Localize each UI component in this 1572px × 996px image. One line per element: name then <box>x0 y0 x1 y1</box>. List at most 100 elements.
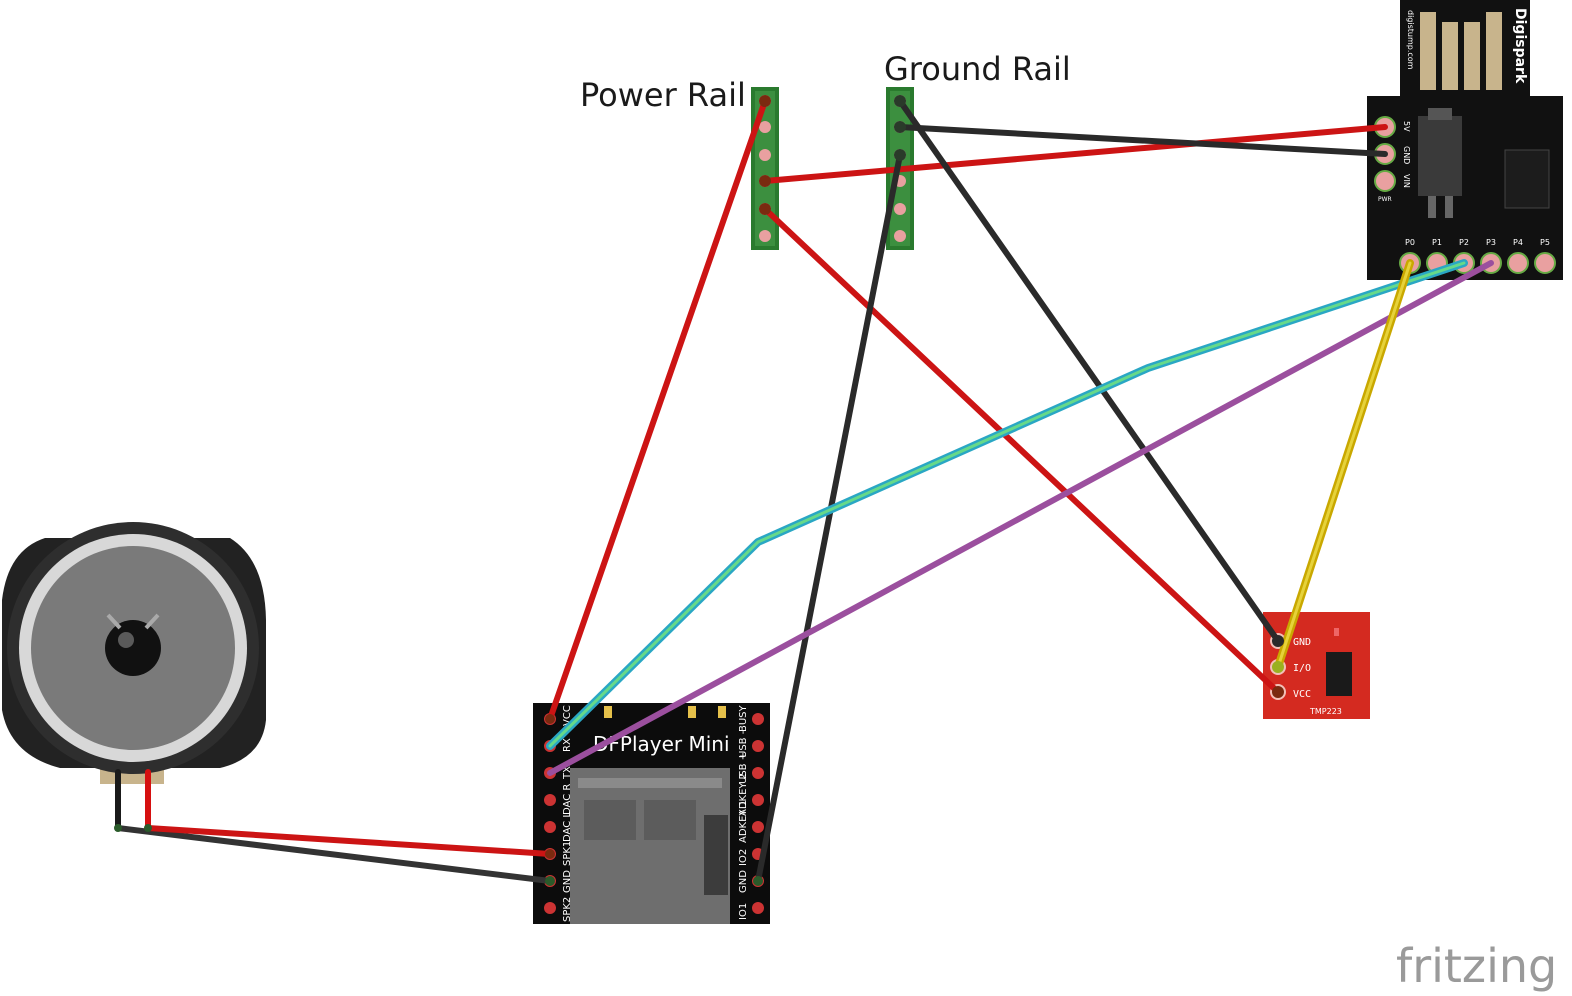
power-rail-hole-3 <box>759 149 771 161</box>
digispark-p4-label: P4 <box>1513 238 1523 247</box>
wire-power-to-digispark-5v <box>762 124 1388 184</box>
dfplayer-adkey2-label: ADKEY 2 <box>738 773 749 816</box>
dfplayer-rx-label: RX <box>562 738 573 752</box>
dfplayer-usb-plus-pin <box>752 767 764 779</box>
wire-speaker-to-spk1 <box>145 825 553 857</box>
tmp223-chip-icon <box>1326 652 1352 696</box>
digispark-p2-label: P2 <box>1459 238 1469 247</box>
endpoint-dfplayer-gnd <box>545 876 555 886</box>
speaker <box>2 522 266 784</box>
wire-endpoints <box>114 95 1284 886</box>
dfplayer-vcc-label: VCC <box>562 705 573 726</box>
tmp223-name-label: TMP223 <box>1309 707 1342 716</box>
tmp223-io-label: I/O <box>1293 663 1311 674</box>
dfplayer-dacl-pin <box>544 821 556 833</box>
digispark-p5-label: P5 <box>1540 238 1550 247</box>
endpoint-dfplayer-gnd2 <box>753 876 763 886</box>
dfplayer-usb-minus-pin <box>752 740 764 752</box>
wire-tx-to-p3 <box>547 260 1494 776</box>
dfplayer-adkey1-pin <box>752 821 764 833</box>
dfplayer-tx-label: TX <box>562 766 573 780</box>
endpoint-power-5 <box>759 203 771 215</box>
endpoint-tmp223-vcc <box>1272 686 1284 698</box>
digispark-p3-label: P3 <box>1486 238 1496 247</box>
ground-rail-hole-5 <box>894 203 906 215</box>
usb-contact-2 <box>1442 22 1458 90</box>
dfplayer-mini: DFPlayer Mini VCC RX TX DAC R DAC L SPK1… <box>533 703 770 924</box>
wires <box>115 98 1494 884</box>
digispark-vin-label: VIN <box>1402 174 1411 188</box>
endpoint-tmp223-gnd <box>1272 635 1284 647</box>
dfplayer-gnd-label: GND <box>562 870 573 893</box>
digispark-site: digistump.com <box>1406 10 1415 70</box>
power-rail <box>751 87 779 250</box>
sd-card-latch <box>704 815 728 895</box>
fritzing-watermark: fritzing <box>1396 939 1557 993</box>
digispark-vin-pin <box>1374 170 1396 192</box>
wire-ground-to-tmp223-gnd <box>897 98 1281 644</box>
endpoint-speaker-black <box>114 824 122 832</box>
digispark-p1-label: P1 <box>1432 238 1442 247</box>
usb-contact-3 <box>1464 22 1480 90</box>
dfplayer-dacr-label: DAC R <box>562 784 573 815</box>
endpoint-ground-3 <box>894 149 906 161</box>
speaker-dust-cap <box>105 620 161 676</box>
digispark-gnd-label: GND <box>1402 146 1411 164</box>
endpoint-power-1 <box>759 95 771 107</box>
speaker-highlight <box>118 632 134 648</box>
usb-contact-4 <box>1486 12 1502 90</box>
regulator-leg-2 <box>1445 196 1453 218</box>
dfplayer-dacr-pin <box>544 794 556 806</box>
dfplayer-smd-3 <box>718 706 726 718</box>
digispark-board: Digispark digistump.com 5V GND VIN PWR P… <box>1367 0 1563 280</box>
regulator-leg-1 <box>1428 196 1436 218</box>
dfplayer-smd-2 <box>688 706 696 718</box>
tmp223-gnd-label: GND <box>1293 637 1311 648</box>
attiny-chip-icon <box>1504 149 1550 209</box>
dfplayer-adkey2-pin <box>752 794 764 806</box>
dfplayer-dacl-label: DAC L <box>562 812 573 842</box>
wire-speaker-to-gnd <box>115 825 553 884</box>
speaker-leads <box>106 613 160 630</box>
endpoint-dfplayer-spk1 <box>545 849 555 859</box>
dfplayer-busy-label: BUSY <box>738 704 749 732</box>
sd-card-contact-1 <box>584 800 636 840</box>
dfplayer-gnd2-label: GND <box>738 870 749 893</box>
endpoint-dfplayer-vcc <box>545 714 555 724</box>
wire-power-to-dfplayer-vcc <box>547 98 768 722</box>
ground-rail-hole-6 <box>894 230 906 242</box>
wire-ground-to-dfplayer-gnd <box>755 152 903 884</box>
voltage-regulator-icon <box>1418 116 1462 196</box>
tmp223-vcc-label: VCC <box>1293 689 1311 700</box>
endpoint-power-4 <box>759 175 771 187</box>
regulator-tab <box>1428 108 1452 120</box>
dfplayer-spk1-label: SPK1 <box>562 841 573 866</box>
wire-rx-to-p2-inner <box>548 261 1466 748</box>
dfplayer-smd-1 <box>604 706 612 718</box>
dfplayer-spk2-label: SPK2 <box>562 897 573 922</box>
dfplayer-usb-plus-label: USB + <box>738 752 749 784</box>
digispark-p4-pin <box>1507 252 1529 274</box>
dfplayer-io2-label: IO2 <box>738 849 749 866</box>
power-rail-label: Power Rail <box>580 76 746 114</box>
sd-card-contact-2 <box>644 800 696 840</box>
dfplayer-io1-pin <box>752 902 764 914</box>
dfplayer-io1-label: IO1 <box>738 903 749 920</box>
dfplayer-spk2-pin <box>544 902 556 914</box>
digispark-p5-pin <box>1534 252 1556 274</box>
wire-p0-to-tmp223-io-inner <box>1276 261 1412 669</box>
dfplayer-busy-pin <box>752 713 764 725</box>
sd-card-ridge <box>578 778 722 788</box>
dfplayer-usb-minus-label: USB - <box>738 730 749 758</box>
wire-ground-to-digispark-gnd <box>897 124 1388 157</box>
wire-power-to-tmp223-vcc <box>762 206 1281 695</box>
endpoint-tmp223-io <box>1272 661 1284 673</box>
digispark-title: Digispark <box>1512 8 1528 84</box>
endpoint-ground-1 <box>894 95 906 107</box>
digispark-pwr-label: PWR <box>1378 196 1392 203</box>
digispark-p0-label: P0 <box>1405 238 1415 247</box>
sd-card-slot <box>570 768 730 924</box>
tmp223-led <box>1334 628 1339 636</box>
endpoint-speaker-red <box>144 824 152 832</box>
